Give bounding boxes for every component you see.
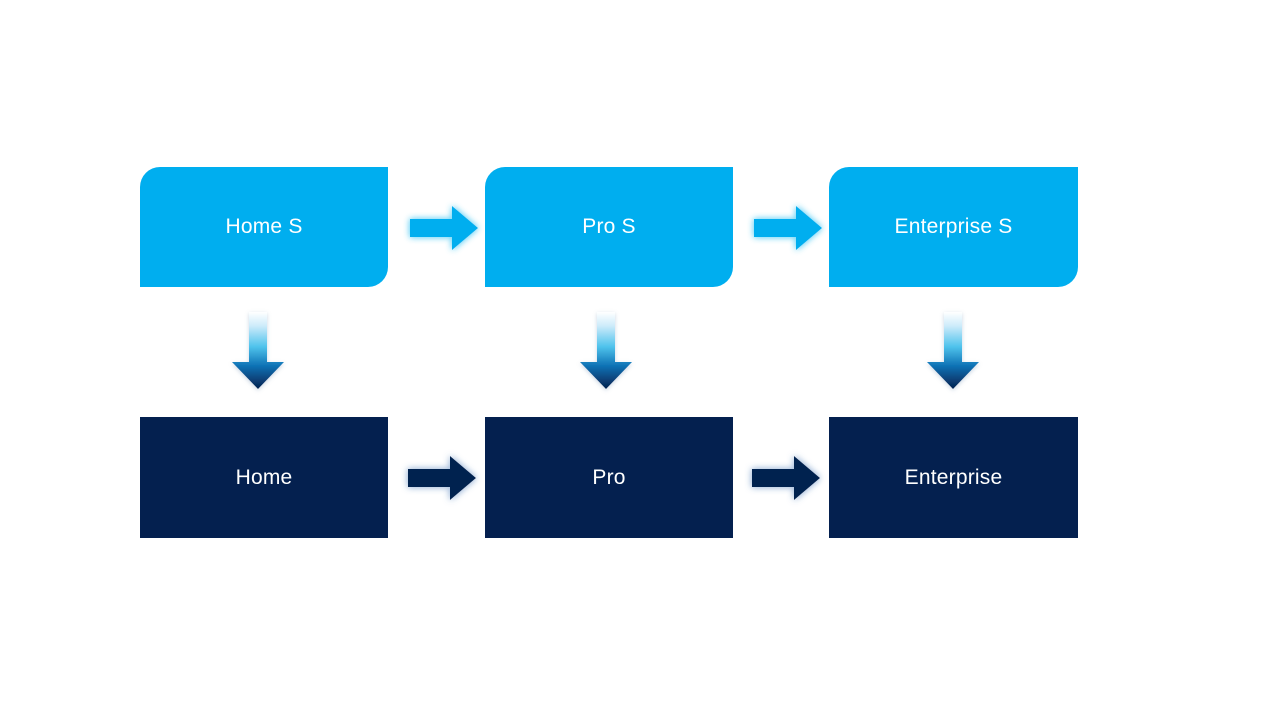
node-label-home-s: Home S — [225, 215, 303, 239]
node-pro-s[interactable]: Pro S — [485, 167, 733, 287]
arrow-enterprise-s-to-enterprise — [925, 312, 981, 390]
arrow-pro-s-to-pro — [578, 312, 634, 390]
node-enterprise[interactable]: Enterprise — [829, 417, 1078, 538]
node-label-home: Home — [235, 465, 293, 489]
node-label-pro: Pro — [592, 465, 626, 489]
arrow-home-s-to-home — [230, 312, 286, 390]
arrow-pro-s-to-enterprise-s — [752, 204, 824, 252]
node-home-s[interactable]: Home S — [140, 167, 388, 287]
node-label-pro-s: Pro S — [582, 215, 636, 239]
node-enterprise-s[interactable]: Enterprise S — [829, 167, 1078, 287]
arrow-home-s-to-pro-s — [408, 204, 480, 252]
node-label-enterprise: Enterprise — [904, 465, 1003, 489]
arrow-home-to-pro — [406, 454, 478, 502]
node-label-enterprise-s: Enterprise S — [894, 215, 1013, 239]
node-pro[interactable]: Pro — [485, 417, 733, 538]
node-home[interactable]: Home — [140, 417, 388, 538]
arrow-pro-to-enterprise — [750, 454, 822, 502]
